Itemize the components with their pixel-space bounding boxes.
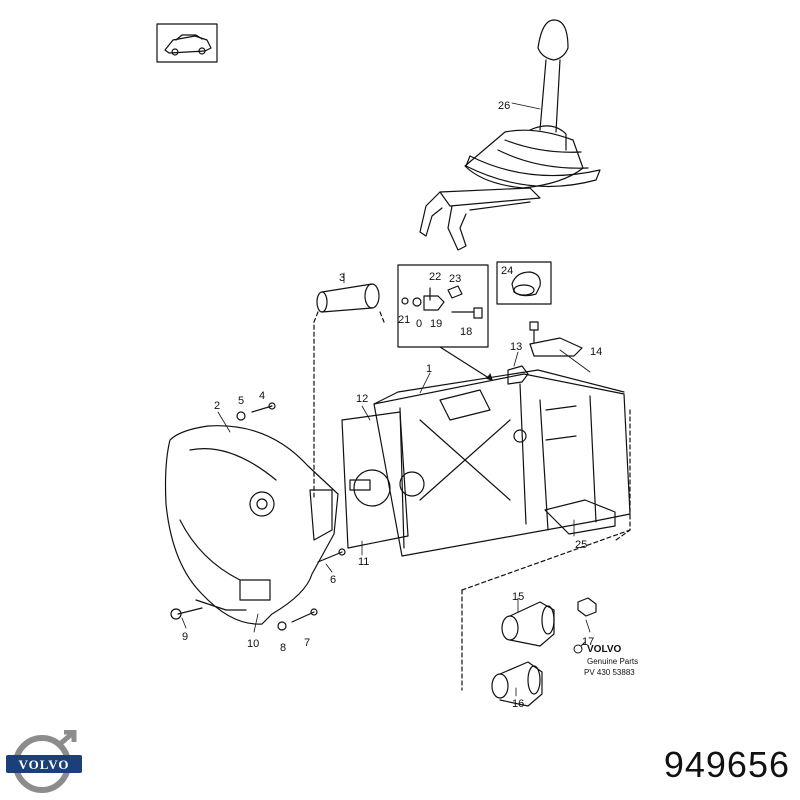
callout-10: 10 [247, 638, 259, 650]
callout-20: 0 [416, 318, 422, 330]
bushing-part [511, 271, 541, 297]
guide-line-sleeve [313, 311, 385, 498]
callout-2: 2 [214, 400, 220, 412]
callout-22: 22 [429, 271, 441, 283]
callout-7: 7 [304, 637, 310, 649]
callout-25: 25 [575, 539, 587, 551]
stamp-line1: Genuine Parts [587, 657, 638, 666]
inset-box-bushing [496, 261, 552, 305]
callout-12: 12 [356, 393, 368, 405]
gasket-part [341, 411, 409, 549]
callout-14: 14 [590, 346, 602, 358]
callout-1: 1 [426, 363, 432, 375]
car-thumbnail-icon [156, 23, 218, 63]
volvo-logo-icon: VOLVO [6, 730, 82, 793]
flange-lower [491, 661, 543, 707]
genuine-parts-stamp: VOLVO Genuine Parts PV 430 53883 [573, 641, 638, 677]
callout-26: 26 [498, 100, 510, 112]
bolt-7 [291, 608, 318, 623]
callout-17: 17 [582, 636, 594, 648]
bell-housing [164, 425, 339, 625]
switch-part [507, 365, 529, 385]
callout-8: 8 [280, 642, 286, 654]
nut-part [577, 597, 597, 617]
stamp-brand: VOLVO [587, 644, 621, 655]
gear-shift-lever [419, 19, 601, 251]
callout-16: 16 [512, 698, 524, 710]
callout-9: 9 [182, 631, 188, 643]
callout-4: 4 [259, 390, 265, 402]
callout-19: 19 [430, 318, 442, 330]
bolt-9 [170, 607, 203, 620]
sleeve-part [316, 283, 380, 313]
logo-wordmark: VOLVO [19, 757, 70, 772]
inset-pointer-arrow [439, 346, 493, 381]
gasket-hole [353, 469, 391, 507]
flange-upper [501, 601, 555, 647]
part-number: 949656 [663, 744, 790, 785]
callout-3: 3 [339, 272, 345, 284]
leader-lines [181, 102, 591, 697]
callout-23: 23 [449, 273, 461, 285]
callout-11: 11 [358, 556, 369, 568]
small-parts [401, 285, 483, 319]
gearbox-housing [349, 369, 631, 557]
bracket-part [529, 321, 583, 357]
callout-21: 21 [398, 314, 410, 326]
washer-5 [236, 411, 246, 421]
bolt-6 [317, 548, 346, 563]
washer-8 [277, 621, 287, 631]
inset-box-small-parts [397, 264, 489, 348]
bolt-4 [251, 402, 276, 413]
callout-18: 18 [460, 326, 472, 338]
stamp-line2: PV 430 53883 [584, 668, 635, 677]
guide-line-flanges [461, 529, 631, 691]
callout-5: 5 [238, 395, 244, 407]
callout-6: 6 [330, 574, 336, 586]
callout-13: 13 [510, 341, 522, 353]
callout-24: 24 [501, 265, 513, 277]
callout-15: 15 [512, 591, 524, 603]
mount-part [544, 499, 616, 535]
